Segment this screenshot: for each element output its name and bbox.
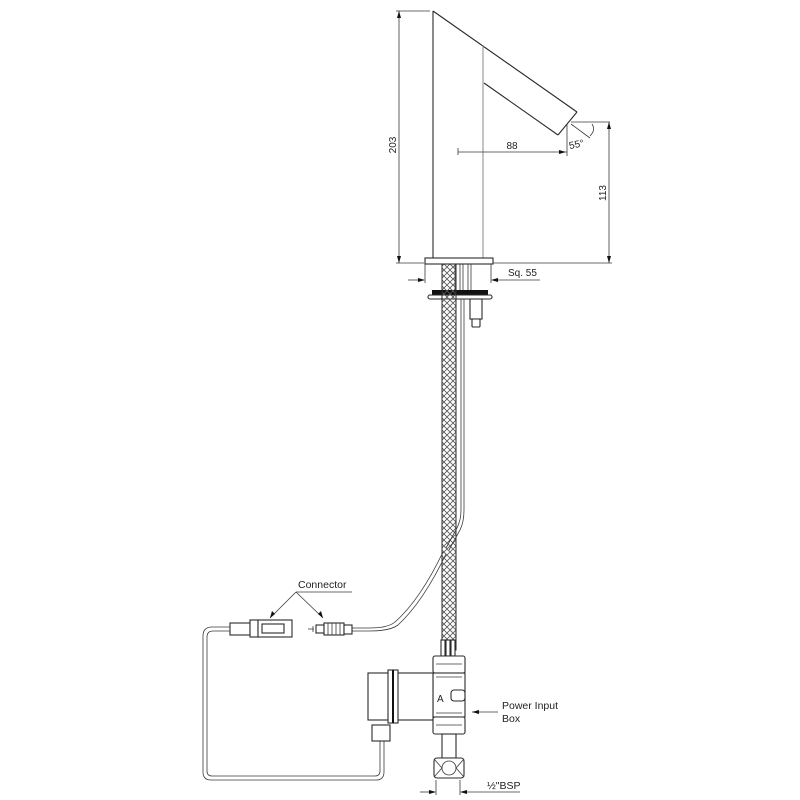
dimension-spout-height: 113	[493, 122, 612, 264]
bsp-label: ½"BSP	[487, 780, 521, 792]
dim-203-label: 203	[388, 136, 399, 153]
dimension-overall-height: 203	[388, 10, 430, 264]
dimension-spout-reach: 88	[457, 124, 568, 156]
connector-callout: Connector	[269, 579, 352, 619]
sq55-label: Sq. 55	[508, 268, 537, 279]
dim-88-label: 88	[506, 141, 518, 152]
dim-113-label: 113	[598, 185, 609, 201]
dimension-base-square: Sq. 55	[408, 264, 540, 283]
power-input-label-2: Box	[502, 713, 521, 725]
faucet-body	[424, 10, 578, 265]
power-input-box: A	[367, 639, 466, 779]
connector-male-plug	[308, 622, 353, 636]
connector-label: Connector	[298, 579, 347, 591]
dimension-bsp-thread: ½"BSP	[420, 780, 521, 795]
valve-mark-a: A	[437, 694, 444, 705]
dimension-spout-angle: 55°	[568, 121, 610, 152]
power-input-label-1: Power Input	[502, 700, 558, 712]
mounting-hardware	[427, 264, 493, 328]
connector-female-socket	[202, 619, 385, 781]
power-box-callout: Power Input Box	[472, 700, 558, 725]
braided-hose	[352, 263, 465, 651]
dim-55-angle-label: 55°	[568, 138, 585, 152]
